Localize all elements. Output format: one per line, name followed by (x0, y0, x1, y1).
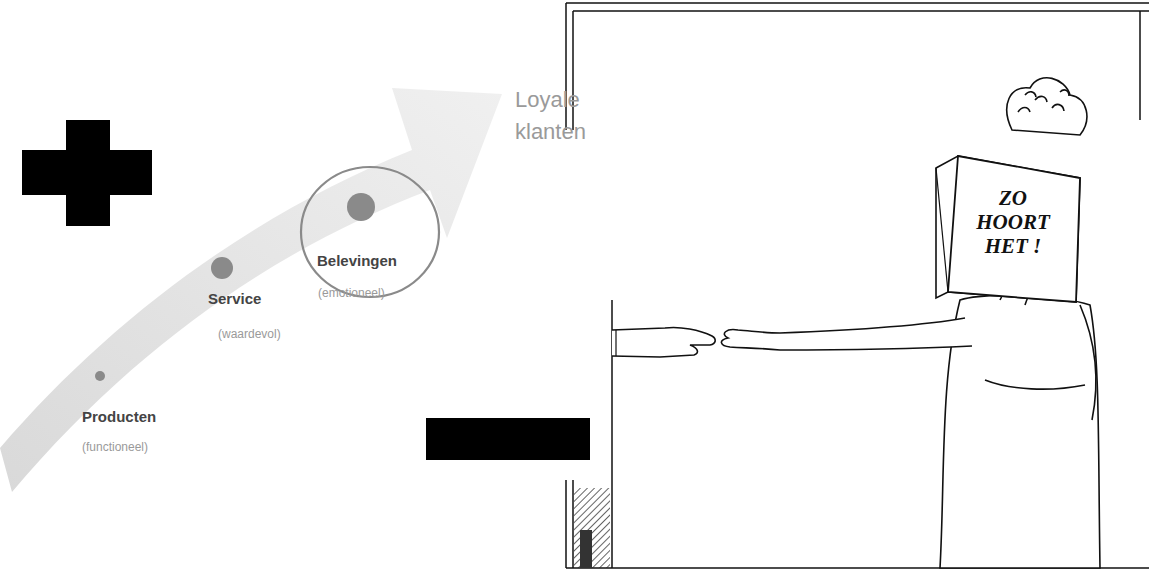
stage-label: Service (208, 290, 318, 308)
node-note: (emotioneel) (318, 286, 438, 300)
highlight-circle-outline (300, 166, 440, 298)
stage-dot (95, 371, 105, 381)
left-hand (612, 327, 715, 357)
book-front (948, 156, 1080, 302)
goal-label: Loyale klanten (515, 84, 615, 148)
shadow-block (580, 530, 592, 568)
stage-note: (functioneel) (82, 440, 192, 455)
node-title: Belevingen (317, 252, 437, 269)
book-back (936, 156, 1080, 302)
stage-dot (211, 257, 233, 279)
node-title: ZO HOORT HET ! (970, 186, 1056, 258)
plus-sign (22, 120, 152, 226)
book-spine (936, 168, 948, 292)
woman-figure (721, 78, 1100, 568)
stage-dot (347, 193, 375, 221)
cartoon-frame (566, 3, 1149, 568)
minus-sign (426, 418, 590, 460)
highlight-ring (301, 167, 439, 297)
stage-note: (waardevol) (218, 327, 328, 342)
shadow-hatch (574, 488, 610, 568)
cuff-line (615, 330, 616, 356)
stage-label: Producten (82, 408, 192, 426)
highlight-circle: Belevingen (emotioneel) (300, 166, 440, 298)
book-cover: ZO HOORT HET ! (930, 150, 1090, 310)
